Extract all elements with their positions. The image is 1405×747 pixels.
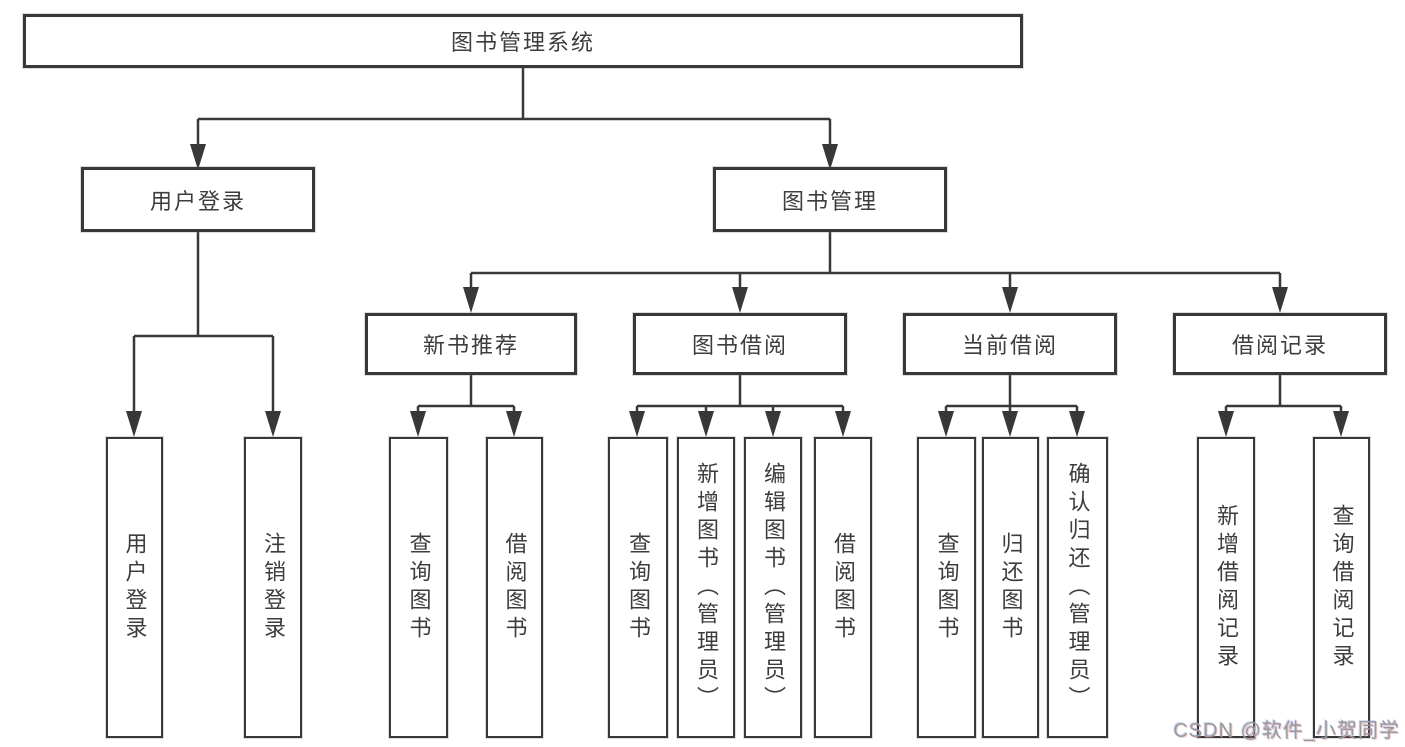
node-user-login: 用户登录 <box>81 167 315 232</box>
leaf-label: 查询图书 <box>406 531 432 644</box>
leaf-label: 查询图书 <box>626 531 651 644</box>
leaf-query-books: 查询图书 <box>917 437 976 738</box>
arrowhead-down-icon <box>1069 411 1085 437</box>
arrowhead-down-icon <box>1002 287 1018 313</box>
node-label: 图书管理 <box>781 188 878 214</box>
leaf-query-books: 查询图书 <box>389 437 448 738</box>
arrowhead-down-icon <box>1002 411 1018 437</box>
arrowhead-down-icon <box>265 411 281 437</box>
leaf-borrow-books: 借阅图书 <box>814 437 872 738</box>
node-borrowing-records: 借阅记录 <box>1173 313 1387 375</box>
leaf-query-borrow-record: 查询借阅记录 <box>1313 437 1370 738</box>
leaf-label: 用户登录 <box>122 531 148 644</box>
branch-line <box>944 375 1079 417</box>
branch-line <box>1224 375 1343 417</box>
arrowhead-down-icon <box>190 144 206 170</box>
arrowhead-down-icon <box>765 411 781 437</box>
arrowhead-down-icon <box>463 287 479 313</box>
branch-line <box>469 232 1282 293</box>
arrowhead-down-icon <box>938 411 954 437</box>
leaf-label: 归还图书 <box>998 531 1024 644</box>
leaf-label: 借阅图书 <box>502 531 528 644</box>
leaf-add-borrow-record: 新增借阅记录 <box>1197 437 1255 738</box>
leaf-label: 借阅图书 <box>831 531 856 644</box>
node-library-management-system: 图书管理系统 <box>23 14 1023 68</box>
arrowhead-down-icon <box>732 287 748 313</box>
branch-line <box>132 232 275 417</box>
node-book-borrowing: 图书借阅 <box>633 313 847 375</box>
leaf-label: 编辑图书（管理员） <box>761 461 786 714</box>
node-label: 图书借阅 <box>691 333 788 358</box>
leaf-label: 注销登录 <box>261 531 286 644</box>
node-label: 新书推荐 <box>422 333 519 358</box>
node-current-borrowing: 当前借阅 <box>903 313 1117 375</box>
leaf-label: 查询图书 <box>934 531 960 644</box>
arrowhead-down-icon <box>822 144 838 170</box>
csdn-watermark: CSDN @软件_小贺同学 <box>1173 720 1400 742</box>
leaf-user-login: 用户登录 <box>106 437 163 738</box>
node-book-management: 图书管理 <box>713 167 947 232</box>
arrowhead-down-icon <box>1333 411 1349 437</box>
leaf-logout: 注销登录 <box>244 437 302 738</box>
arrowhead-down-icon <box>126 411 142 437</box>
leaf-query-books: 查询图书 <box>608 437 668 738</box>
leaf-add-books-admin: 新增图书（管理员） <box>677 437 735 738</box>
leaf-borrow-books: 借阅图书 <box>486 437 543 738</box>
branch-line <box>635 375 845 417</box>
arrowhead-down-icon <box>1272 287 1288 313</box>
arrowhead-down-icon <box>506 411 522 437</box>
branch-line <box>196 68 832 150</box>
arrowhead-down-icon <box>629 411 645 437</box>
arrowhead-down-icon <box>698 411 714 437</box>
leaf-label: 新增图书（管理员） <box>694 461 719 714</box>
leaf-label: 查询借阅记录 <box>1329 503 1355 672</box>
leaf-confirm-return-admin: 确认归还（管理员） <box>1047 437 1108 738</box>
node-label: 借阅记录 <box>1231 333 1328 358</box>
leaf-edit-books-admin: 编辑图书（管理员） <box>744 437 802 738</box>
leaf-label: 新增借阅记录 <box>1214 503 1239 672</box>
branch-line <box>416 375 516 417</box>
node-label: 图书管理系统 <box>450 30 595 55</box>
arrowhead-down-icon <box>835 411 851 437</box>
node-label: 用户登录 <box>149 188 246 214</box>
arrowhead-down-icon <box>410 411 426 437</box>
node-label: 当前借阅 <box>961 333 1058 358</box>
leaf-label: 确认归还（管理员） <box>1065 461 1091 714</box>
node-new-book-recommend: 新书推荐 <box>365 313 577 375</box>
arrowhead-down-icon <box>1218 411 1234 437</box>
leaf-return-books: 归还图书 <box>982 437 1039 738</box>
